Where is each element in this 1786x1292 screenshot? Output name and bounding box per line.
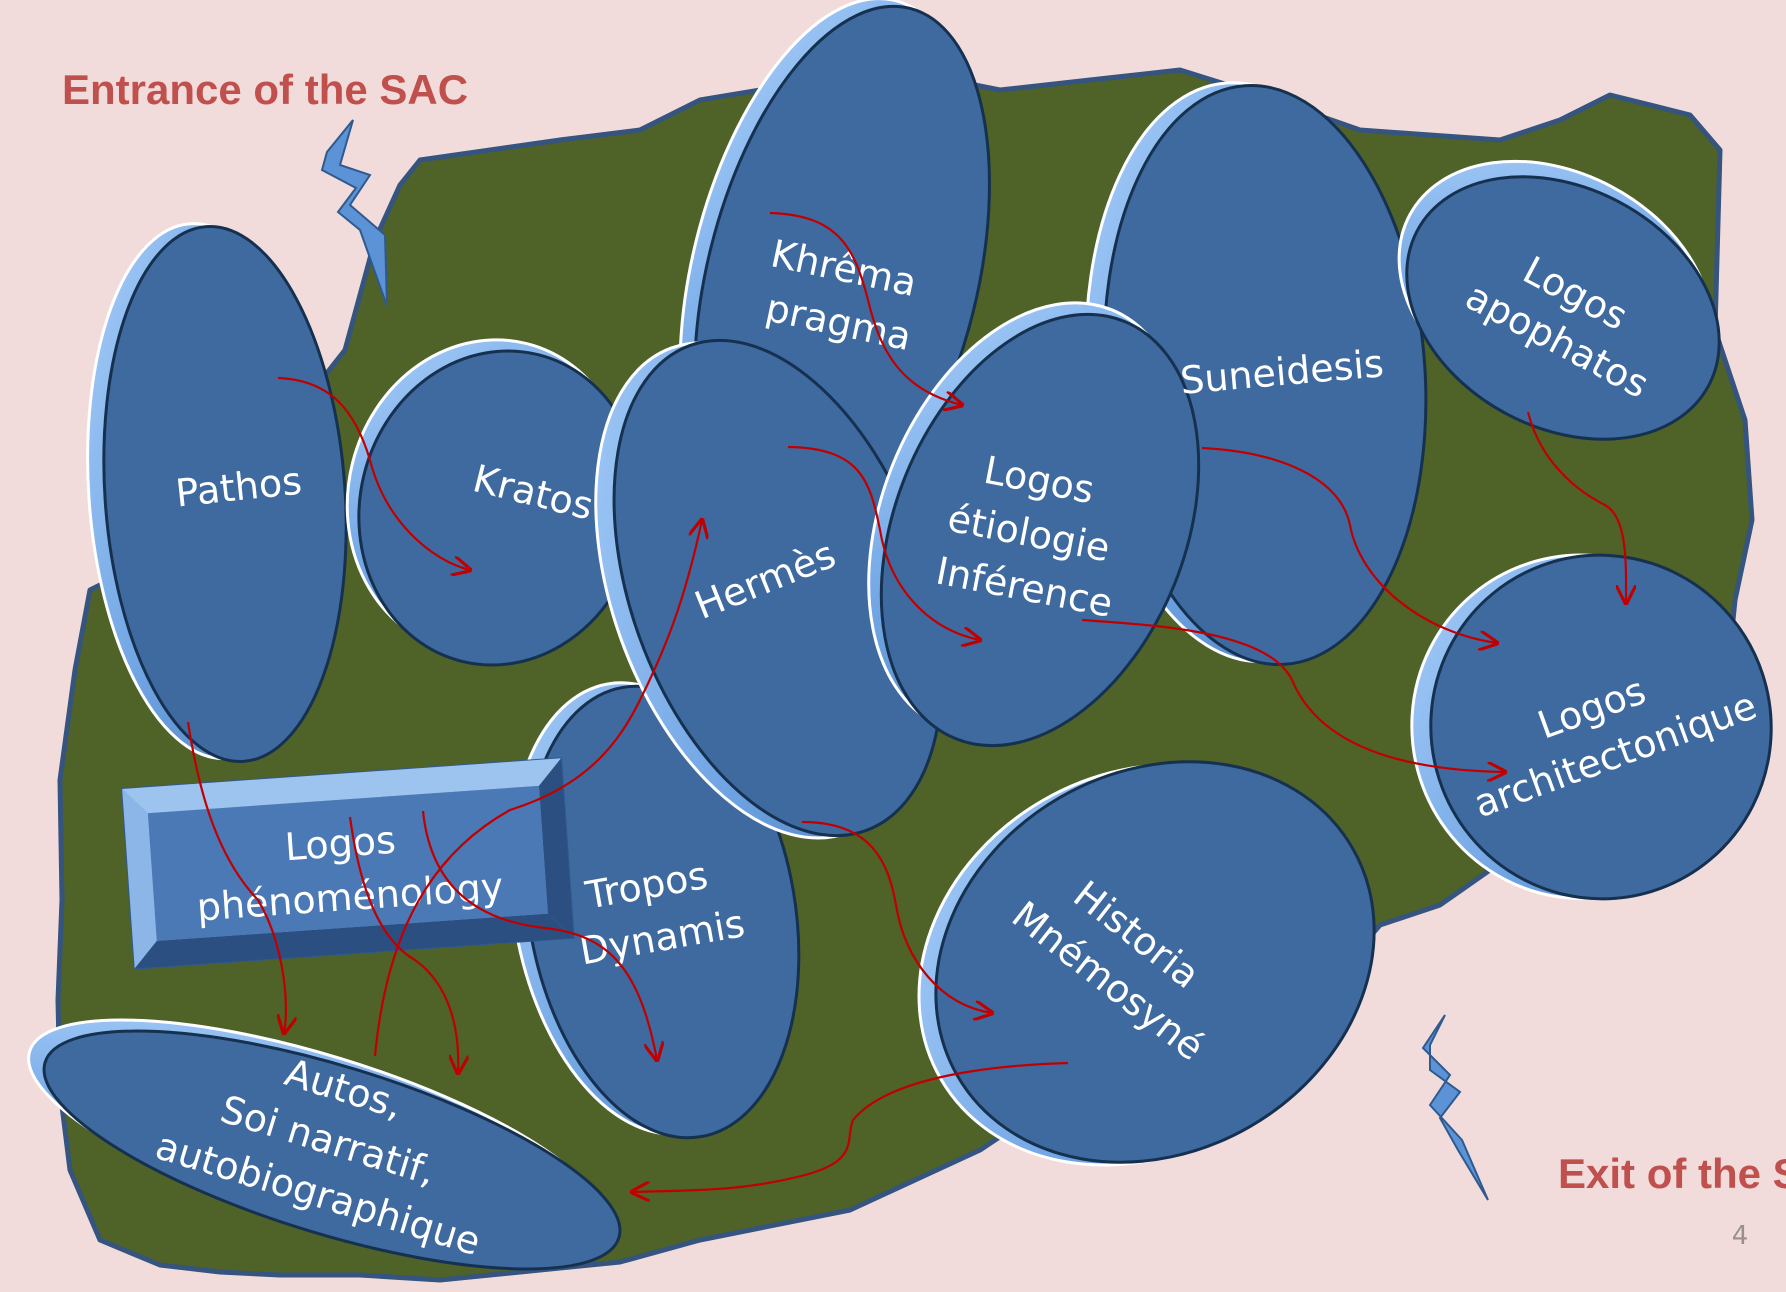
arrow-suneidesis-architectonique: [1201, 446, 1497, 643]
disc-historia: [917, 760, 1376, 1167]
exit-lightning-icon: [1421, 1014, 1489, 1201]
disc-hermes: [594, 338, 944, 840]
arrow-pathos-kratos: [277, 376, 470, 570]
entrance-lightning-icon: [320, 119, 388, 307]
page-number: 4: [1732, 1221, 1749, 1251]
disc-autos: [27, 1018, 622, 1271]
arrow-phenomenology-autos: [348, 816, 458, 1073]
connectors: [186, 211, 1626, 1192]
arrow-hermes-historia: [801, 820, 992, 1013]
disc-kratos: [345, 338, 643, 667]
arrow-historia-autos: [632, 1061, 1069, 1192]
arrow-khrema-etiologie: [769, 211, 962, 405]
node-label-logos-etiologie: Logos étiologie Inférence: [933, 443, 1137, 626]
arrow-autos-hermes: [373, 520, 702, 1057]
arrow-hermes-etiologie: [787, 445, 980, 640]
arrow-phenomenology-tropos: [421, 810, 657, 1060]
disc-logos-apophatos: [1397, 159, 1721, 441]
arrow-apophatos-architectonique: [1526, 411, 1626, 603]
arrow-pathos-autos: [186, 721, 286, 1033]
entrance-label: Entrance of the SAC: [62, 66, 468, 113]
disc-pathos: [86, 222, 348, 763]
arrow-etiologie-architectonique: [1081, 618, 1505, 772]
exit-label: Exit of the S: [1558, 1150, 1786, 1197]
box-logos-phenomenology: [121, 757, 575, 970]
